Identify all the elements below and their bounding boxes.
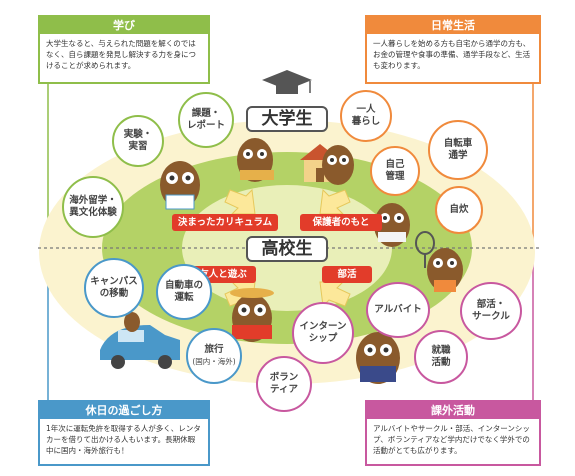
bubble-intern: インターン シップ — [292, 302, 354, 364]
study-box: 学び 大学生なると、与えられた問題を解くのではなく、自ら課題を発見し解決する力を… — [38, 15, 210, 84]
holiday-box: 休日の過ごし方 1年次に運転免許を取得する人が多く、レンタカーを借りて出かける人… — [38, 400, 210, 466]
bubble-report: 課題・ レポート — [178, 92, 234, 148]
car-illustration — [100, 312, 180, 369]
bubble-job: 就職 活動 — [414, 330, 468, 384]
bubble-abroad: 海外留学・ 異文化体験 — [62, 176, 124, 238]
extra-box: 課外活動 アルバイトやサークル・部活、インターンシップ、ボランティアなど学内だけ… — [365, 400, 541, 466]
university-label: 大学生 — [246, 106, 328, 132]
tag-club: 部活 — [322, 266, 372, 283]
highschool-label: 高校生 — [246, 236, 328, 262]
bubble-volunteer: ボラン ティア — [256, 356, 312, 412]
holiday-box-text: 1年次に運転免許を取得する人が多く、レンタカーを借りて出かける人もいます。長期休… — [46, 424, 201, 455]
bubble-bicycle: 自転車 通学 — [428, 120, 488, 180]
bubble-cooking: 自炊 — [435, 186, 483, 234]
bubble-parttime: アルバイト — [366, 282, 430, 338]
bubble-campus: キャンパス の移動 — [84, 258, 144, 318]
extra-box-title: 課外活動 — [367, 402, 539, 419]
owl-illustration — [160, 138, 463, 384]
tag-guardian: 保護者のもと — [300, 214, 382, 231]
extra-box-text: アルバイトやサークル・部活、インターンシップ、ボランティアなど学内だけでなく学外… — [373, 424, 530, 455]
tag-curriculum: 決まったカリキュラム — [172, 214, 278, 231]
holiday-box-title: 休日の過ごし方 — [40, 402, 208, 419]
study-box-text: 大学生なると、与えられた問題を解くのではなく、自ら課題を発見し解決する力を身につ… — [46, 39, 196, 70]
bubble-car: 自動車の 運転 — [156, 264, 212, 320]
bubble-alone: 一人 暮らし — [340, 90, 392, 142]
graduation-cap-icon — [262, 70, 312, 94]
daily-box-title: 日常生活 — [367, 17, 539, 34]
study-box-title: 学び — [40, 17, 208, 34]
daily-box-text: 一人暮らしを始める方も自宅から通学の方も、お金の管理や食事の準備、通学手段など、… — [373, 39, 531, 70]
bubble-selfmgmt: 自己 管理 — [370, 146, 420, 196]
bubble-travel: 旅行 (国内・海外) — [186, 328, 242, 384]
daily-box: 日常生活 一人暮らしを始める方も自宅から通学の方も、お金の管理や食事の準備、通学… — [365, 15, 541, 84]
tennis-racket-icon — [415, 231, 435, 268]
bubble-experiment: 実験・ 実習 — [112, 115, 164, 167]
bubble-circle: 部活・ サークル — [460, 282, 522, 340]
